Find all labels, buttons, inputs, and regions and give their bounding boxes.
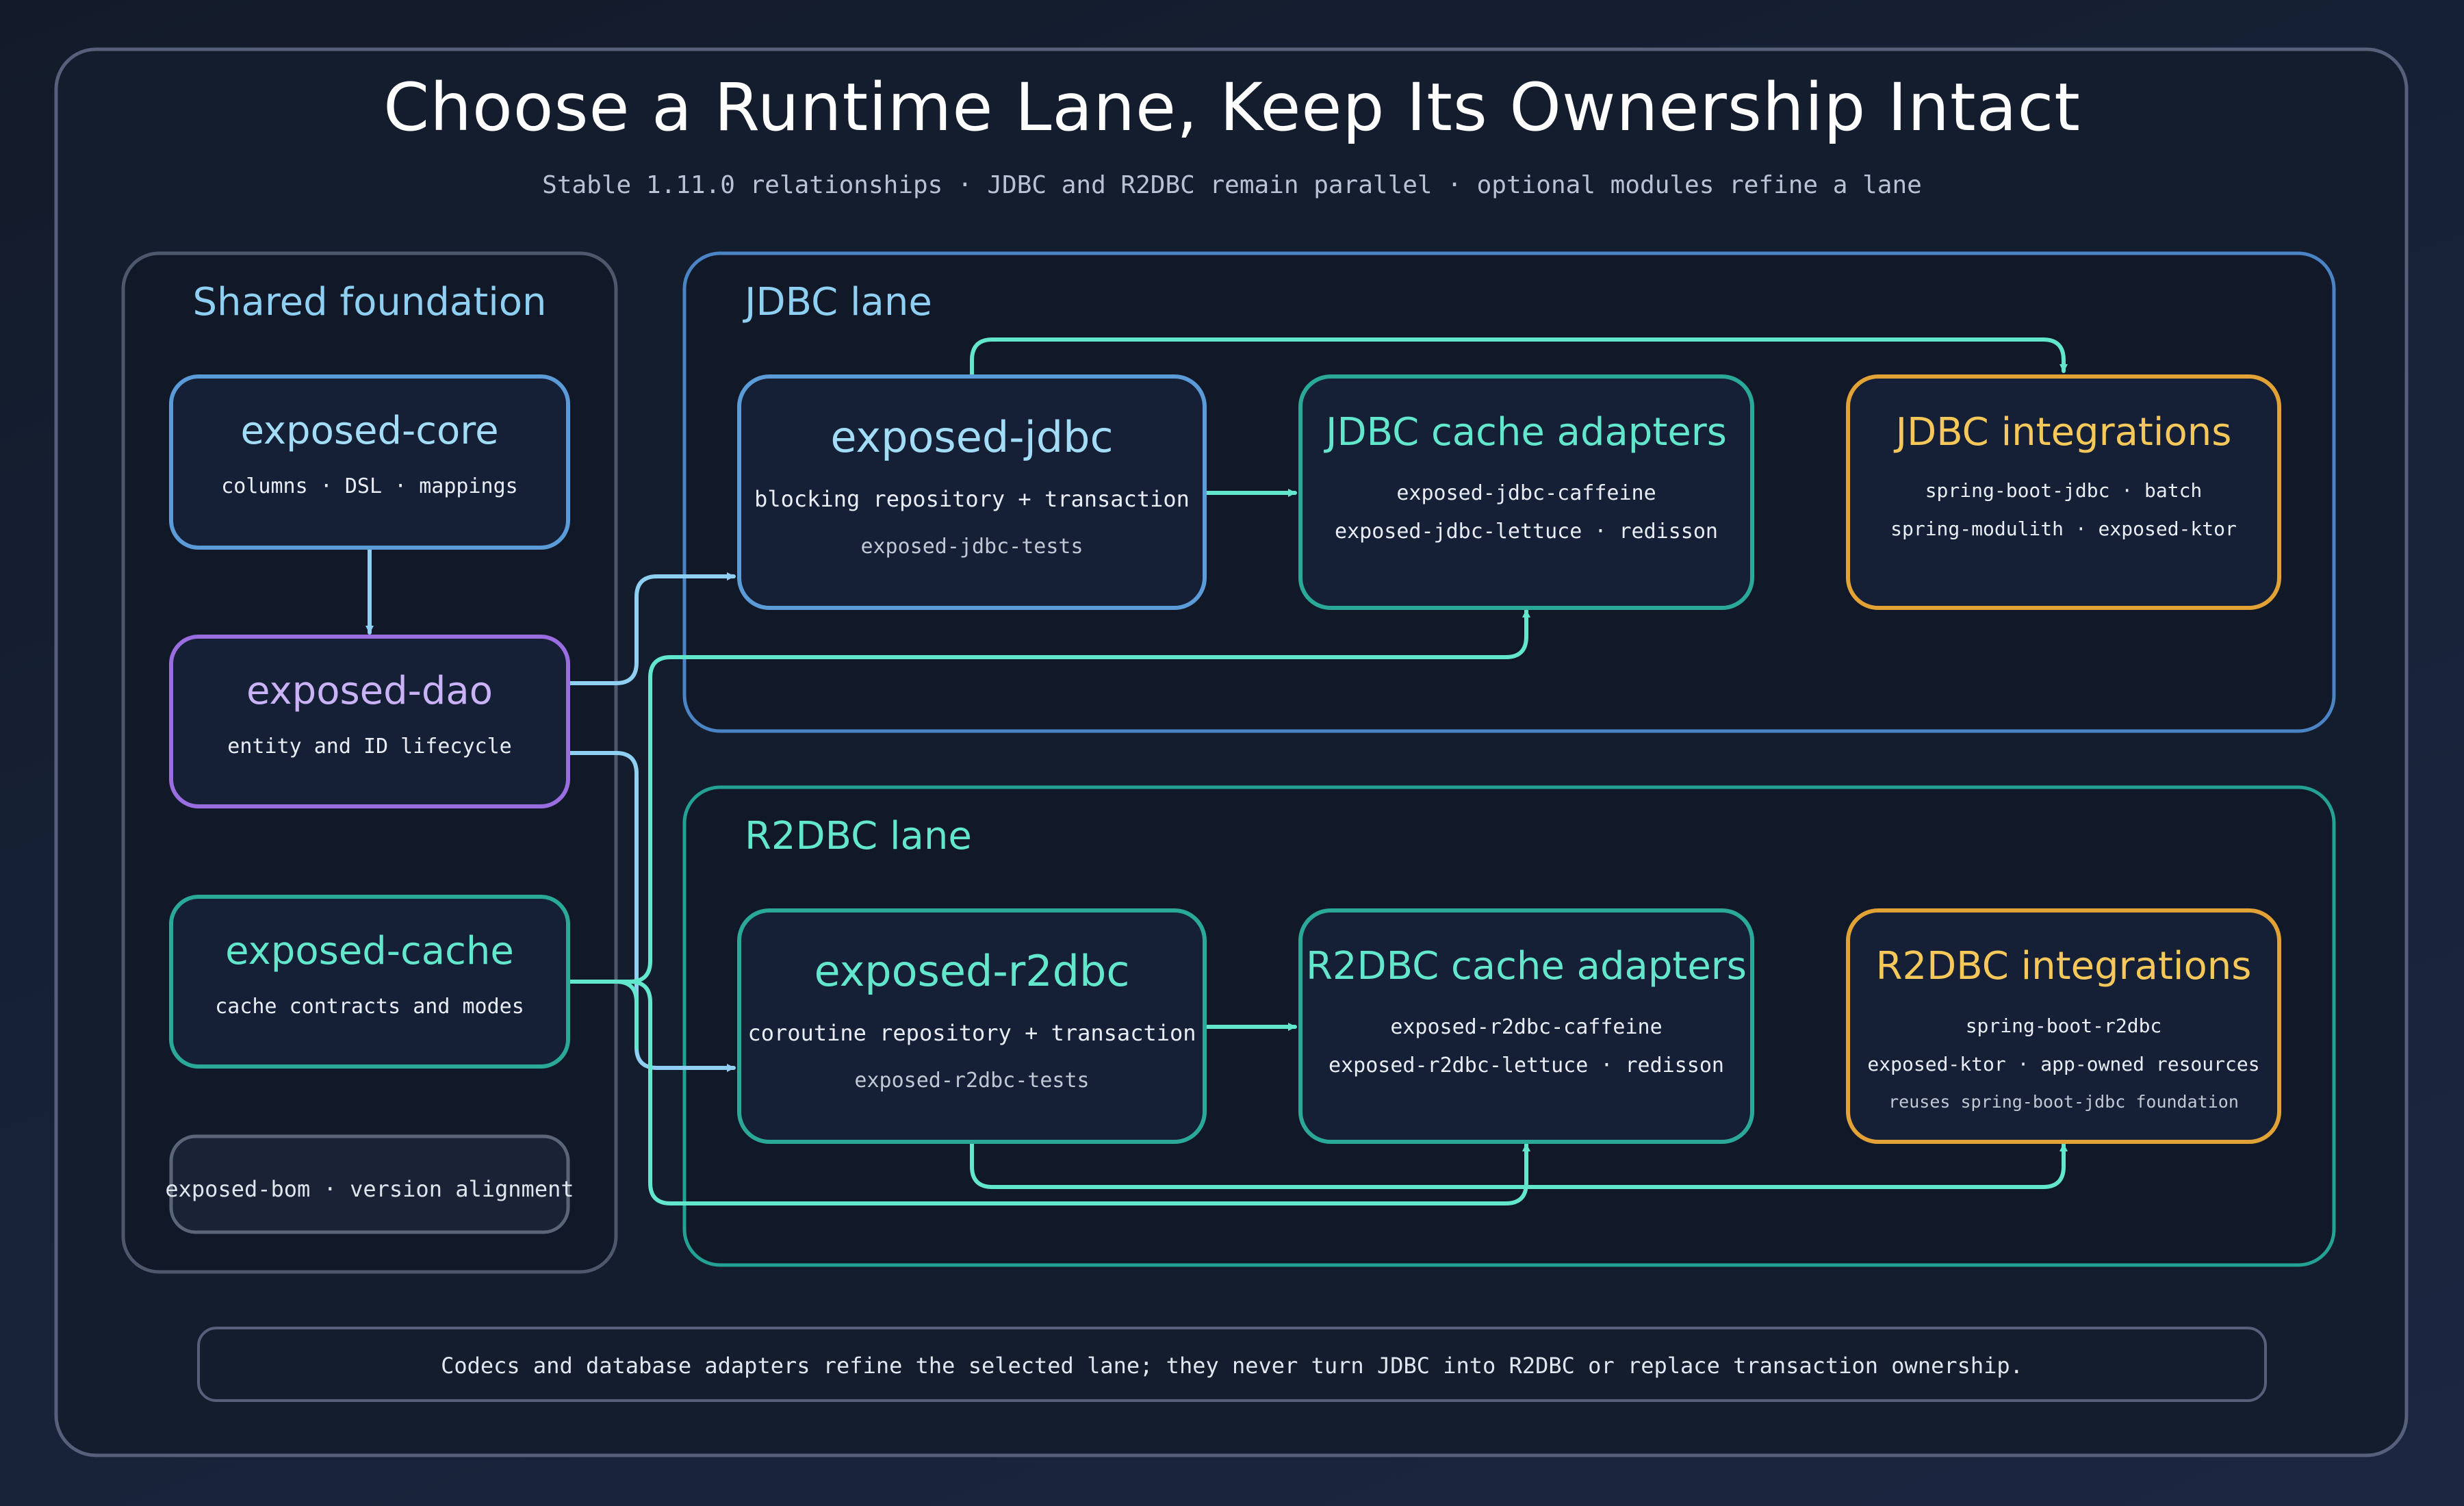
- node-r2dbc-integrations-line3: reuses spring-boot-jdbc foundation: [1888, 1092, 2239, 1112]
- arrow-cache-to-jdbc-cache: [566, 609, 1530, 984]
- node-exposed-jdbc-desc: blocking repository + transaction: [754, 486, 1190, 512]
- shared-foundation-label: Shared foundation: [192, 280, 546, 324]
- node-exposed-core[interactable]: exposed-core columns · DSL · mappings: [169, 374, 570, 550]
- node-r2dbc-integrations-line1: spring-boot-r2dbc: [1966, 1014, 2162, 1037]
- footer-note-text: Codecs and database adapters refine the …: [441, 1353, 2023, 1379]
- node-exposed-r2dbc[interactable]: exposed-r2dbc coroutine repository + tra…: [737, 908, 1207, 1144]
- node-exposed-r2dbc-desc: coroutine repository + transaction: [747, 1020, 1196, 1046]
- node-exposed-dao-title: exposed-dao: [246, 669, 493, 713]
- arrow-jdbc-to-jdbc-integrations: [970, 337, 2068, 379]
- node-exposed-jdbc[interactable]: exposed-jdbc blocking repository + trans…: [737, 374, 1207, 610]
- node-r2dbc-cache-adapters[interactable]: R2DBC cache adapters exposed-r2dbc-caffe…: [1298, 908, 1754, 1144]
- node-r2dbc-cache-adapters-title: R2DBC cache adapters: [1306, 944, 1747, 988]
- node-exposed-jdbc-title: exposed-jdbc: [830, 412, 1113, 462]
- node-jdbc-cache-adapters-line2: exposed-jdbc-lettuce · redisson: [1335, 520, 1718, 544]
- node-exposed-cache-title: exposed-cache: [225, 929, 514, 973]
- node-exposed-bom[interactable]: exposed-bom · version alignment: [165, 1134, 574, 1234]
- diagram-subtitle: Stable 1.11.0 relationships · JDBC and R…: [542, 171, 1922, 199]
- node-exposed-cache-desc: cache contracts and modes: [215, 995, 524, 1019]
- node-jdbc-integrations-line2: spring-modulith · exposed-ktor: [1890, 518, 2237, 540]
- node-exposed-core-title: exposed-core: [240, 409, 498, 453]
- node-jdbc-integrations[interactable]: JDBC integrations spring-boot-jdbc · bat…: [1846, 374, 2281, 610]
- arrow-cache-to-r2dbc-cache: [566, 980, 1530, 1205]
- jdbc-lane-label: JDBC lane: [743, 280, 932, 324]
- arrow-r2dbc-to-r2dbc-integrations: [970, 1141, 2068, 1189]
- node-jdbc-cache-adapters-title: JDBC cache adapters: [1324, 410, 1727, 455]
- arrow-dao-to-jdbc: [566, 572, 736, 685]
- diagram-title: Choose a Runtime Lane, Keep Its Ownershi…: [383, 69, 2081, 146]
- node-r2dbc-cache-adapters-line1: exposed-r2dbc-caffeine: [1390, 1015, 1662, 1039]
- node-jdbc-cache-adapters[interactable]: JDBC cache adapters exposed-jdbc-caffein…: [1298, 374, 1754, 610]
- node-exposed-cache[interactable]: exposed-cache cache contracts and modes: [169, 895, 570, 1069]
- node-r2dbc-integrations[interactable]: R2DBC integrations spring-boot-r2dbc exp…: [1846, 908, 2281, 1144]
- node-r2dbc-cache-adapters-line2: exposed-r2dbc-lettuce · redisson: [1329, 1054, 1724, 1077]
- node-exposed-dao[interactable]: exposed-dao entity and ID lifecycle: [169, 635, 570, 808]
- node-r2dbc-integrations-title: R2DBC integrations: [1876, 944, 2252, 988]
- footer-note: Codecs and database adapters refine the …: [197, 1327, 2267, 1402]
- node-jdbc-integrations-title: JDBC integrations: [1894, 410, 2232, 455]
- node-exposed-core-desc: columns · DSL · mappings: [221, 474, 517, 498]
- r2dbc-lane-label: R2DBC lane: [745, 814, 972, 858]
- node-r2dbc-integrations-line2: exposed-ktor · app-owned resources: [1867, 1053, 2259, 1075]
- node-exposed-jdbc-tests: exposed-jdbc-tests: [860, 535, 1083, 559]
- node-jdbc-cache-adapters-line1: exposed-jdbc-caffeine: [1396, 481, 1656, 505]
- node-exposed-r2dbc-tests: exposed-r2dbc-tests: [854, 1069, 1089, 1093]
- node-exposed-bom-label: exposed-bom · version alignment: [165, 1176, 574, 1202]
- node-exposed-r2dbc-title: exposed-r2dbc: [814, 946, 1130, 996]
- node-exposed-dao-desc: entity and ID lifecycle: [227, 735, 511, 758]
- node-jdbc-integrations-line1: spring-boot-jdbc · batch: [1925, 479, 2203, 502]
